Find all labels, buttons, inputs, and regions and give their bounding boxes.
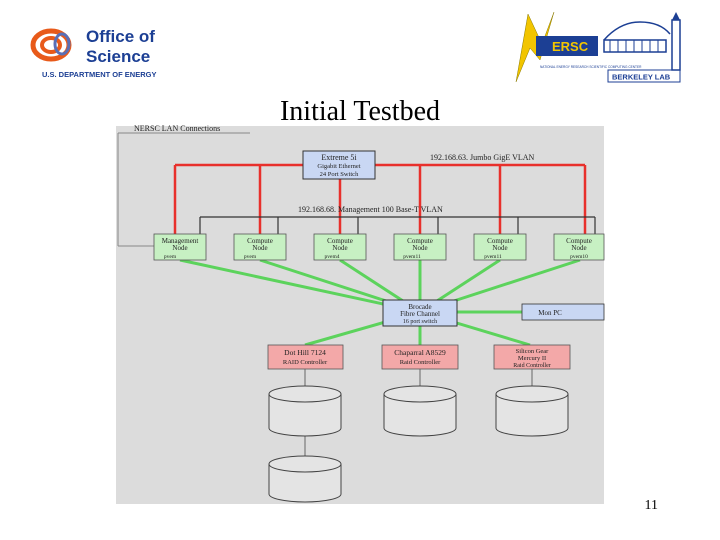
- node-5: Compute Node pvem10: [553, 233, 605, 261]
- storage-controller-0: Dot Hill 7124 RAID Controller: [267, 344, 344, 370]
- node-2: Compute Node pvem4: [313, 233, 367, 261]
- extreme-switch-box: [302, 150, 376, 180]
- nersc-logo-caption: NATIONAL ENERGY RESEARCH SCIENTIFIC COMP…: [540, 65, 642, 69]
- extreme-switch-line1: Extreme 5i: [321, 153, 357, 162]
- node-line3: pvem11: [403, 254, 421, 260]
- disk-icon: [268, 455, 342, 503]
- storage-line1: Chaparral A8529: [394, 348, 446, 357]
- node-line2: Node: [571, 244, 586, 252]
- node-line3: pvem4: [325, 254, 340, 260]
- fibre-switch-line2: Fibre Channel: [400, 310, 440, 318]
- management-vlan-label: 192.168.68. Management 100 Base-T VLAN: [298, 205, 443, 214]
- node-line2: Node: [252, 244, 267, 252]
- node-line1: Compute: [566, 237, 592, 245]
- disk-icon: [383, 385, 457, 437]
- side-box-label: Mon PC: [538, 309, 562, 317]
- node-line2: Node: [172, 244, 187, 252]
- node-box: [153, 233, 207, 261]
- fibre-switch-line3: 16 port switch: [403, 319, 437, 325]
- node-box: [553, 233, 605, 261]
- side-box: [521, 303, 605, 321]
- storage-line1: Silicon Gear: [516, 348, 550, 355]
- node-1: Compute Node pvem: [233, 233, 287, 261]
- gige-vlan-lines: [173, 163, 587, 234]
- node-line3: pvem: [164, 254, 177, 260]
- storage-line2: Raid Controller: [400, 359, 441, 366]
- doe-logo-line1: Office of: [86, 27, 155, 46]
- node-3: Compute Node pvem11: [393, 233, 447, 261]
- storage-box: [493, 344, 571, 370]
- storage-line2: Mercury II: [518, 355, 546, 362]
- node-box: [313, 233, 367, 261]
- fibre-switch-line1: Brocade: [408, 303, 431, 311]
- lan-connections-label: NERSC LAN Connections: [134, 124, 220, 133]
- management-vlan-lines: [199, 216, 596, 234]
- node-0: Management Node pvem: [153, 233, 207, 261]
- doe-logo-line2: Science: [86, 47, 150, 66]
- doe-logo-subtitle: U.S. DEPARTMENT OF ENERGY: [42, 70, 156, 79]
- node-line2: Node: [332, 244, 347, 252]
- nersc-logo-text: ERSC: [552, 39, 589, 54]
- node-box: [393, 233, 447, 261]
- fibre-switch-box: [382, 299, 458, 327]
- node-line1: Compute: [487, 237, 513, 245]
- storage-line1: Dot Hill 7124: [284, 348, 326, 357]
- berkeley-lab-logo-text: BERKELEY LAB: [612, 73, 671, 82]
- extreme-switch-line3: 24 Port Switch: [320, 171, 359, 178]
- node-line3: pvem: [244, 254, 257, 260]
- node-line2: Node: [492, 244, 507, 252]
- node-box: [233, 233, 287, 261]
- node-box: [473, 233, 527, 261]
- storage-controller-1: Chaparral A8529 Raid Controller: [381, 344, 459, 370]
- node-line1: Management: [162, 237, 199, 245]
- disk-icon: [495, 385, 569, 437]
- storage-line3: Raid Controller: [513, 363, 551, 369]
- disk-icon: [268, 385, 342, 437]
- node-line1: Compute: [327, 237, 353, 245]
- storage-box: [381, 344, 459, 370]
- node-4: Compute Node pvem11: [473, 233, 527, 261]
- berkeley-lab-building-icon: [603, 12, 681, 71]
- node-line3: pvem10: [570, 254, 588, 260]
- gige-vlan-label: 192.168.63. Jumbo GigE VLAN: [430, 153, 535, 162]
- node-line1: Compute: [407, 237, 433, 245]
- storage-controller-2: Silicon Gear Mercury II Raid Controller: [493, 344, 571, 370]
- node-line2: Node: [412, 244, 427, 252]
- lan-connection-lines: [117, 132, 250, 247]
- nersc-berkeley-lab-logos: ERSC NATIONAL ENERGY RESEARCH SCIENTIFIC…: [512, 10, 692, 86]
- doe-office-of-science-logo: Office of Science U.S. DEPARTMENT OF ENE…: [30, 22, 170, 82]
- doe-swirl-icon: [30, 28, 72, 62]
- slide-title: Initial Testbed: [279, 96, 441, 127]
- extreme-switch-line2: Gigabit Ethernet: [317, 163, 360, 170]
- storage-line2: RAID Controller: [283, 359, 328, 366]
- page-number: 11: [644, 498, 658, 513]
- disk-connector-lines: [304, 369, 533, 456]
- node-line1: Compute: [247, 237, 273, 245]
- node-line3: pvem11: [484, 254, 502, 260]
